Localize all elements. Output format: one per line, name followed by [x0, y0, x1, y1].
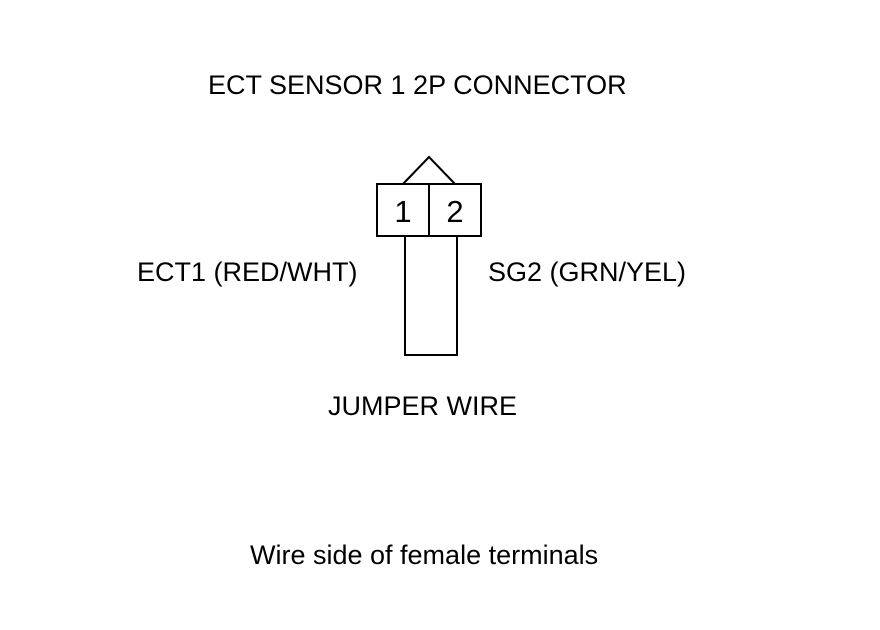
connector-title: ECT SENSOR 1 2P CONNECTOR: [208, 70, 627, 100]
jumper-wire-label: JUMPER WIRE: [328, 391, 517, 421]
pin-1-label: 1: [394, 194, 411, 229]
right-wire-label: SG2 (GRN/YEL): [488, 257, 687, 287]
connector-lock-tab: [402, 155, 456, 185]
jumper-wire: [404, 236, 458, 356]
left-wire-label: ECT1 (RED/WHT): [137, 257, 358, 287]
diagram-caption: Wire side of female terminals: [250, 540, 599, 570]
pin-2-label: 2: [446, 194, 463, 229]
